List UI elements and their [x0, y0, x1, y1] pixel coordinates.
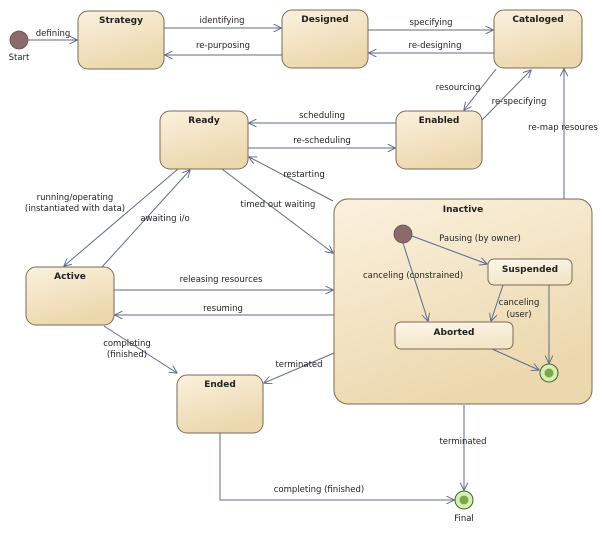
label-re-scheduling: re-scheduling	[293, 136, 351, 146]
label-canceling-constrained: canceling (constrained)	[363, 271, 463, 281]
label-specifying: specifying	[409, 18, 452, 28]
state-inactive[interactable]: Inactive	[333, 198, 593, 405]
final-node[interactable]	[454, 490, 474, 510]
final-label: Final	[454, 514, 474, 524]
edge-running-operating[interactable]	[64, 168, 179, 266]
state-inactive-label: Inactive	[443, 205, 484, 215]
state-ended[interactable]: Ended	[176, 374, 264, 434]
label-identifying: identifying	[199, 16, 244, 26]
state-aborted[interactable]: Aborted	[394, 321, 514, 350]
inner-final-node[interactable]	[539, 363, 559, 383]
state-designed-label: Designed	[301, 15, 348, 25]
edge-completing[interactable]	[103, 325, 177, 373]
state-active-label: Active	[54, 272, 86, 282]
label-running-line2: (instantiated with data)	[25, 204, 125, 214]
state-strategy-label: Strategy	[99, 16, 143, 26]
edge-restarting[interactable]	[249, 157, 334, 202]
label-terminated-final: terminated	[439, 437, 486, 447]
label-terminated-ended: terminated	[275, 360, 322, 370]
edge-timed-out-waiting[interactable]	[221, 168, 333, 253]
label-completing-line1: completing	[103, 339, 151, 349]
label-defining: defining	[36, 29, 71, 39]
state-ready-label: Ready	[188, 116, 220, 126]
state-ready[interactable]: Ready	[159, 110, 249, 170]
state-active[interactable]: Active	[25, 266, 115, 326]
state-ended-label: Ended	[204, 380, 236, 390]
edge-aborted-to-final[interactable]	[491, 348, 539, 370]
state-enabled[interactable]: Enabled	[395, 110, 483, 170]
label-resuming: resuming	[203, 304, 243, 314]
label-running-line1: running/operating	[37, 193, 114, 203]
state-suspended-label: Suspended	[502, 265, 558, 275]
edge-completing-finished[interactable]	[219, 433, 454, 500]
state-cataloged-label: Cataloged	[512, 15, 563, 25]
label-resourcing: resourcing	[436, 83, 481, 93]
initial-node[interactable]	[9, 30, 29, 50]
label-timed-out-waiting: timed out waiting	[241, 200, 316, 210]
label-canceling-user-line1: canceling	[499, 298, 540, 308]
label-canceling-user-line2: (user)	[506, 310, 531, 320]
state-suspended[interactable]: Suspended	[487, 258, 573, 286]
label-re-specifying: re-specifying	[492, 97, 547, 107]
edge-canceling-user[interactable]	[491, 284, 504, 321]
label-pausing: Pausing (by owner)	[439, 234, 521, 244]
label-restarting: restarting	[283, 170, 324, 180]
state-strategy[interactable]: Strategy	[77, 10, 165, 70]
label-scheduling: scheduling	[299, 111, 345, 121]
label-awaiting-io: awaiting i/o	[140, 214, 189, 224]
label-completing-finished: completing (finished)	[274, 485, 365, 495]
label-re-map-resources: re-map resoures	[528, 123, 598, 133]
start-label: Start	[9, 53, 30, 63]
edge-resourcing[interactable]	[464, 68, 497, 110]
edge-awaiting-io[interactable]	[101, 170, 190, 268]
label-releasing-resources: releasing resources	[180, 275, 263, 285]
label-re-purposing: re-purposing	[196, 41, 250, 51]
edge-canceling-constrained[interactable]	[402, 242, 428, 321]
inner-initial-node[interactable]	[393, 224, 413, 244]
edge-re-specifying[interactable]	[481, 70, 531, 121]
state-aborted-label: Aborted	[434, 328, 475, 338]
label-completing-line2: (finished)	[107, 350, 147, 360]
state-enabled-label: Enabled	[419, 116, 460, 126]
edge-pausing[interactable]	[411, 235, 487, 264]
label-re-designing: re-designing	[409, 41, 462, 51]
edge-terminated-ended[interactable]	[264, 352, 335, 383]
state-cataloged[interactable]: Cataloged	[493, 9, 583, 69]
state-designed[interactable]: Designed	[281, 9, 369, 69]
